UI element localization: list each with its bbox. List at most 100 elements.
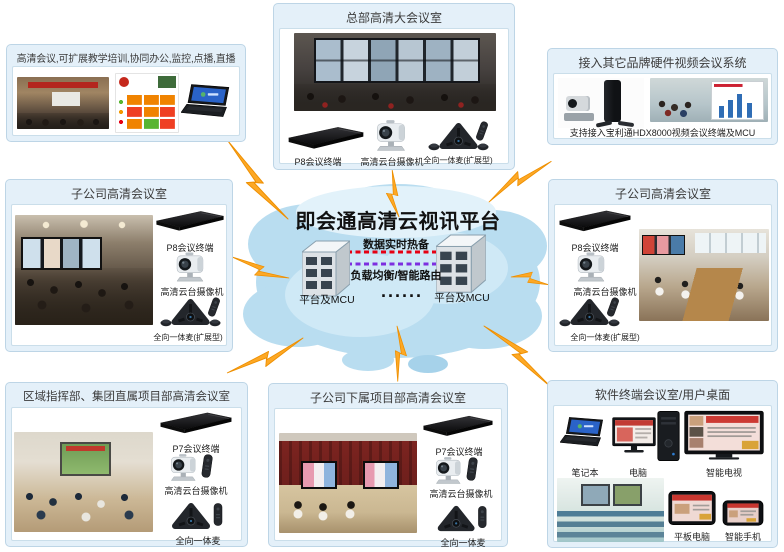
- photo-detail: [15, 215, 153, 235]
- hardware-devices-photo: [558, 78, 644, 128]
- photo-detail: [314, 38, 480, 83]
- photo-detail: [51, 91, 80, 107]
- photo-detail: [119, 77, 129, 87]
- device-label: 全向一体麦(扩展型): [570, 333, 640, 342]
- device-label: P7会议终端: [435, 447, 483, 457]
- box-title: 软件终端会议室/用户桌面: [594, 388, 731, 402]
- device-label: 高清云台摄像机: [360, 157, 424, 167]
- box-regional-command-room: 区域指挥部、集团直属项目部高清会议室 P7会议终端 高清云台摄像机 全向一体麦: [5, 382, 248, 547]
- device-label: 智能电视: [705, 468, 743, 478]
- panel-body: [12, 66, 240, 136]
- photo-detail: [65, 446, 106, 452]
- box-title: 总部高清大会议室: [345, 11, 442, 25]
- software-classroom-photo: [557, 478, 664, 542]
- device-label: 平板电脑: [673, 532, 711, 542]
- pc-tower-icon: [657, 410, 680, 462]
- omni-mic-icon: [433, 503, 487, 534]
- smart-tv-icon: [684, 410, 764, 462]
- ptz-camera-with-remote-icon: [436, 456, 479, 484]
- omni-mic-extended-icon: [160, 297, 221, 327]
- servers-ellipsis: ......: [380, 281, 423, 301]
- device-label: P8会议终端: [571, 243, 619, 253]
- platform-title: 即会通高清云视讯平台: [295, 211, 501, 233]
- device-label: 全向一体麦(扩展型): [153, 333, 223, 342]
- box-title: 接入其它品牌硬件视频会议系统: [578, 56, 747, 70]
- photo-detail: [59, 442, 112, 476]
- device-label: 全向一体麦: [175, 536, 221, 546]
- p8-terminal-icon: [557, 207, 633, 235]
- meeting-room-photo: [639, 229, 769, 321]
- device-label: 全向一体麦: [440, 538, 486, 548]
- photo-detail: [17, 113, 109, 129]
- laptop-icon: [181, 79, 237, 125]
- photo-detail: [279, 487, 417, 533]
- p7-terminal-icon: [421, 413, 495, 439]
- panel-body: P8会议终端 高清云台摄像机 全向一体麦(扩展型): [554, 204, 772, 346]
- photo-detail: [20, 237, 102, 270]
- hq-conference-hall-photo: [294, 33, 496, 111]
- omni-mic-extended-icon: [428, 121, 489, 151]
- tablet-icon: [668, 490, 716, 526]
- box-title: 子公司下属项目部高清会议室: [309, 391, 466, 405]
- photo-detail: [639, 267, 769, 321]
- device-label: 全向一体麦(扩展型): [423, 156, 493, 165]
- compatibility-caption: 支持接入宝利通HDX8000视频会议终端及MCU: [569, 128, 756, 138]
- p8-terminal-icon: [286, 123, 366, 153]
- device-label: 电脑: [628, 468, 648, 478]
- p8-terminal-icon: [154, 207, 226, 235]
- box-third-party-systems: 接入其它品牌硬件视频会议系统 支持接入宝利通HDX8000视频会议终端及MCU: [547, 48, 778, 145]
- photo-detail: [28, 82, 98, 88]
- panel-body: 支持接入宝利通HDX8000视频会议终端及MCU: [553, 73, 772, 139]
- server-right-label: 平台及MCU: [434, 292, 490, 304]
- meeting-room-photo: [15, 215, 153, 325]
- photo-detail: [127, 95, 175, 129]
- load-balance-label: 负载均衡/智能路由: [350, 270, 442, 282]
- photo-detail: [15, 267, 153, 325]
- photo-detail: [118, 96, 124, 128]
- server-left-label: 平台及MCU: [299, 294, 355, 306]
- panel-body: P8会议终端 高清云台摄像机 全向一体麦(扩展型): [279, 28, 509, 167]
- panel-body: P8会议终端 高清云台摄像机 全向一体麦(扩展型): [11, 204, 227, 346]
- box-title: 子公司高清会议室: [614, 187, 711, 201]
- photo-detail: [363, 461, 399, 489]
- ptz-camera-icon: [372, 119, 410, 151]
- photo-detail: [650, 93, 715, 122]
- p7-terminal-icon: [158, 410, 234, 436]
- box-software-terminals: 软件终端会议室/用户桌面 笔记本 电脑 智能电视 平板电脑 智能手机: [547, 380, 778, 548]
- box-hd-meeting-extensions: 高清会议,可扩展教学培训,协同办公,监控,点播,直播: [6, 44, 246, 142]
- box-subsidiary-room-left: 子公司高清会议室 P8会议终端 高清云台摄像机 全向一体麦(扩展型): [5, 179, 233, 352]
- photo-detail: [641, 234, 686, 255]
- box-title: 高清会议,可扩展教学培训,协同办公,监控,点播,直播: [16, 54, 236, 65]
- device-label: 高清云台摄像机: [160, 287, 224, 297]
- device-label: P8会议终端: [166, 243, 214, 253]
- device-label: P7会议终端: [172, 444, 220, 454]
- photo-detail: [710, 80, 765, 120]
- device-label: 高清云台摄像机: [164, 486, 228, 496]
- panel-body: P7会议终端 高清云台摄像机 全向一体麦: [274, 408, 502, 548]
- omni-mic-icon: [168, 500, 223, 532]
- omni-mic-extended-icon: [559, 297, 620, 327]
- ptz-camera-with-remote-icon: [171, 453, 214, 481]
- project-room-photo: [279, 433, 417, 533]
- desktop-monitor-icon: [612, 416, 656, 456]
- ptz-camera-icon: [573, 251, 609, 282]
- device-label: 笔记本: [571, 468, 599, 478]
- auditorium-photo: [17, 77, 109, 129]
- box-headquarters-room: 总部高清大会议室 P8会议终端 高清云台摄像机 全向一体麦(扩展型): [273, 3, 515, 170]
- photo-detail: [612, 484, 643, 507]
- photo-detail: [694, 232, 767, 253]
- photo-detail: [564, 113, 594, 121]
- device-label: 高清云台摄像机: [573, 287, 637, 297]
- box-subsidiary-room-right: 子公司高清会议室 P8会议终端 高清云台摄像机 全向一体麦(扩展型): [548, 179, 778, 352]
- box-title: 区域指挥部、集团直属项目部高清会议室: [23, 391, 230, 403]
- photo-detail: [301, 461, 337, 489]
- photo-detail: [580, 484, 611, 507]
- classroom-chart-photo: [650, 78, 768, 122]
- panel-body: 笔记本 电脑 智能电视 平板电脑 智能手机: [553, 405, 772, 542]
- device-label: 高清云台摄像机: [429, 489, 493, 499]
- ptz-camera-icon: [172, 251, 208, 282]
- device-label: 智能手机: [724, 532, 762, 542]
- laptop-icon: [560, 412, 610, 454]
- box-title: 子公司高清会议室: [70, 187, 167, 201]
